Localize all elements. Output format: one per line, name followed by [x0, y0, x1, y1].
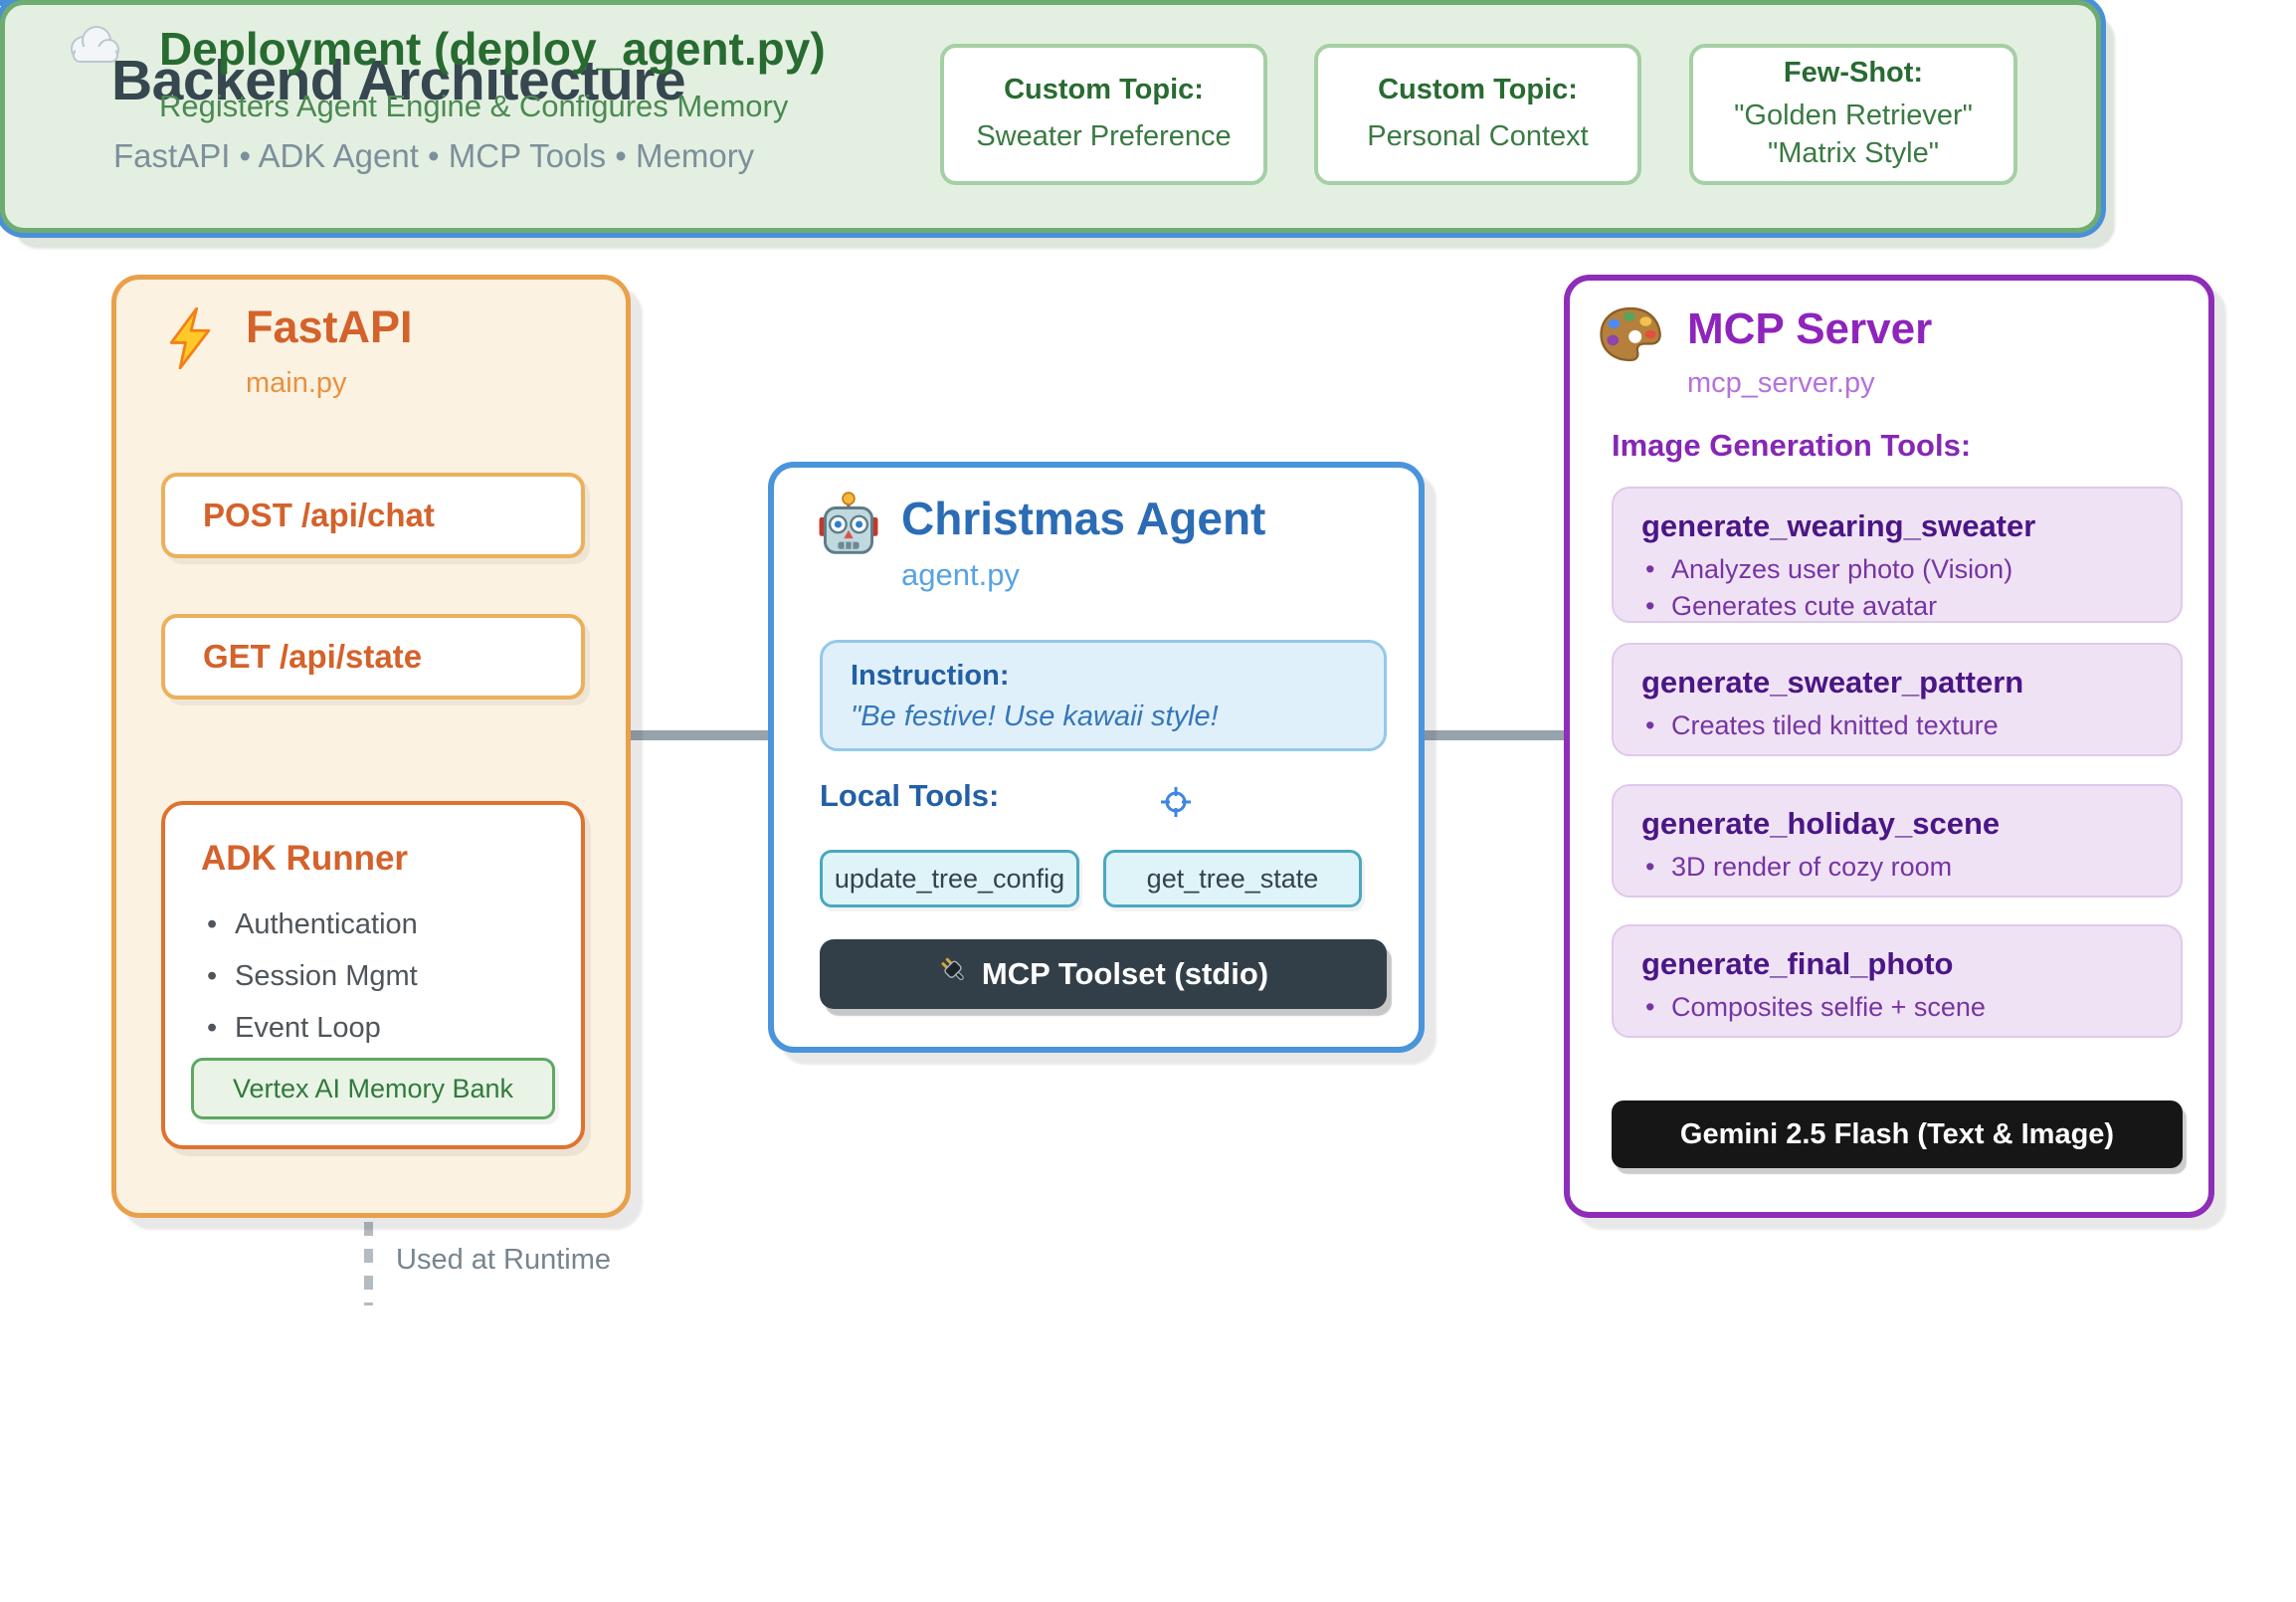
- instruction-box: Instruction: "Be festive! Use kawaii sty…: [820, 640, 1387, 751]
- runtime-label: Used at Runtime: [396, 1244, 611, 1276]
- deployment-card-value: Personal Context: [1367, 119, 1589, 152]
- adk-runner-item: Authentication: [201, 908, 545, 941]
- mcp-tool-name: generate_holiday_scene: [1641, 806, 2001, 841]
- connector-runtime-dashed: [364, 1222, 373, 1305]
- mcp-tool-card: generate_final_photo Composites selfie +…: [1612, 924, 2183, 1038]
- adk-runner-item: Event Loop: [201, 1012, 545, 1045]
- deployment-card-value: "Golden Retriever": [1734, 99, 1973, 131]
- mcp-tool-card: generate_holiday_scene 3D render of cozy…: [1612, 784, 2183, 898]
- mcp-tool-bullet: Generates cute avatar: [1641, 591, 2153, 622]
- deployment-card-value: "Matrix Style": [1767, 136, 1940, 169]
- deployment-card-sweater-preference: Custom Topic: Sweater Preference: [940, 44, 1267, 185]
- mcp-file: mcp_server.py: [1687, 367, 1875, 399]
- mcp-tool-name: generate_final_photo: [1641, 946, 1954, 981]
- fastapi-box: FastAPI main.py POST /api/chat GET /api/…: [111, 275, 631, 1218]
- cloud-icon: [66, 22, 123, 73]
- gemini-model-bar: Gemini 2.5 Flash (Text & Image): [1612, 1101, 2183, 1168]
- agent-file: agent.py: [901, 557, 1020, 592]
- mcp-tool-name: generate_wearing_sweater: [1641, 508, 2036, 543]
- instruction-label: Instruction:: [851, 660, 1010, 692]
- deployment-card-label: Custom Topic:: [1378, 73, 1578, 105]
- image-generation-tools-label: Image Generation Tools:: [1612, 428, 1972, 463]
- mcp-tool-card: generate_wearing_sweater Analyzes user p…: [1612, 487, 2183, 623]
- lightning-icon: [166, 306, 214, 374]
- tool-chip-update-tree-config: update_tree_config: [820, 850, 1079, 907]
- vertex-memory-chip: Vertex AI Memory Bank: [191, 1058, 555, 1119]
- deployment-card-few-shot: Few-Shot: "Golden Retriever" "Matrix Sty…: [1689, 44, 2017, 185]
- palette-icon: [1598, 304, 1663, 369]
- deployment-box: Deployment (deploy_agent.py) Registers A…: [0, 0, 2101, 233]
- local-tools-label: Local Tools:: [820, 778, 1000, 813]
- connector-agent-mcp: [1421, 730, 1568, 740]
- mcp-server-box: MCP Server mcp_server.py Image Generatio…: [1564, 275, 2214, 1218]
- mcp-tool-bullet: 3D render of cozy room: [1641, 852, 2153, 883]
- adk-runner-card: ADK Runner Authentication Session Mgmt E…: [161, 801, 585, 1149]
- mcp-tool-name: generate_sweater_pattern: [1641, 665, 2024, 700]
- adk-runner-list: Authentication Session Mgmt Event Loop: [201, 908, 545, 1045]
- mcp-title: MCP Server: [1687, 304, 1933, 353]
- agent-title: Christmas Agent: [901, 493, 1266, 544]
- page-title: Backend Architecture: [111, 49, 686, 112]
- mcp-tool-bullet: Creates tiled knitted texture: [1641, 710, 2153, 741]
- mcp-tool-bullet: Composites selfie + scene: [1641, 992, 2153, 1023]
- corner-accent: [0, 0, 9, 6]
- mcp-toolset-label: MCP Toolset (stdio): [981, 956, 1269, 991]
- deployment-card-personal-context: Custom Topic: Personal Context: [1314, 44, 1641, 185]
- connector-fastapi-agent: [627, 730, 772, 740]
- page-subtitle: FastAPI • ADK Agent • MCP Tools • Memory: [113, 137, 755, 174]
- adk-runner-title: ADK Runner: [201, 839, 409, 878]
- adk-runner-item: Session Mgmt: [201, 960, 545, 993]
- crosshair-icon: [1158, 784, 1194, 825]
- instruction-text: "Be festive! Use kawaii style!: [851, 701, 1219, 732]
- deployment-card-label: Custom Topic:: [1004, 73, 1204, 105]
- deployment-card-label: Few-Shot:: [1783, 56, 1924, 89]
- christmas-agent-box: Christmas Agent agent.py Instruction: "B…: [768, 462, 1425, 1053]
- robot-icon: [818, 492, 879, 562]
- mcp-toolset-bar: MCP Toolset (stdio): [820, 939, 1387, 1009]
- deployment-card-value: Sweater Preference: [976, 119, 1232, 152]
- mcp-tool-card: generate_sweater_pattern Creates tiled k…: [1612, 643, 2183, 756]
- fastapi-title: FastAPI: [246, 301, 413, 352]
- deployment-subtitle: Registers Agent Engine & Configures Memo…: [159, 89, 789, 123]
- deployment-title: Deployment (deploy_agent.py): [159, 23, 826, 75]
- fastapi-file: main.py: [246, 367, 347, 399]
- endpoint-get-state: GET /api/state: [161, 614, 585, 700]
- mcp-tool-bullet: Analyzes user photo (Vision): [1641, 554, 2153, 585]
- plug-icon: [938, 955, 968, 993]
- endpoint-post-chat: POST /api/chat: [161, 473, 585, 558]
- tool-chip-get-tree-state: get_tree_state: [1103, 850, 1362, 907]
